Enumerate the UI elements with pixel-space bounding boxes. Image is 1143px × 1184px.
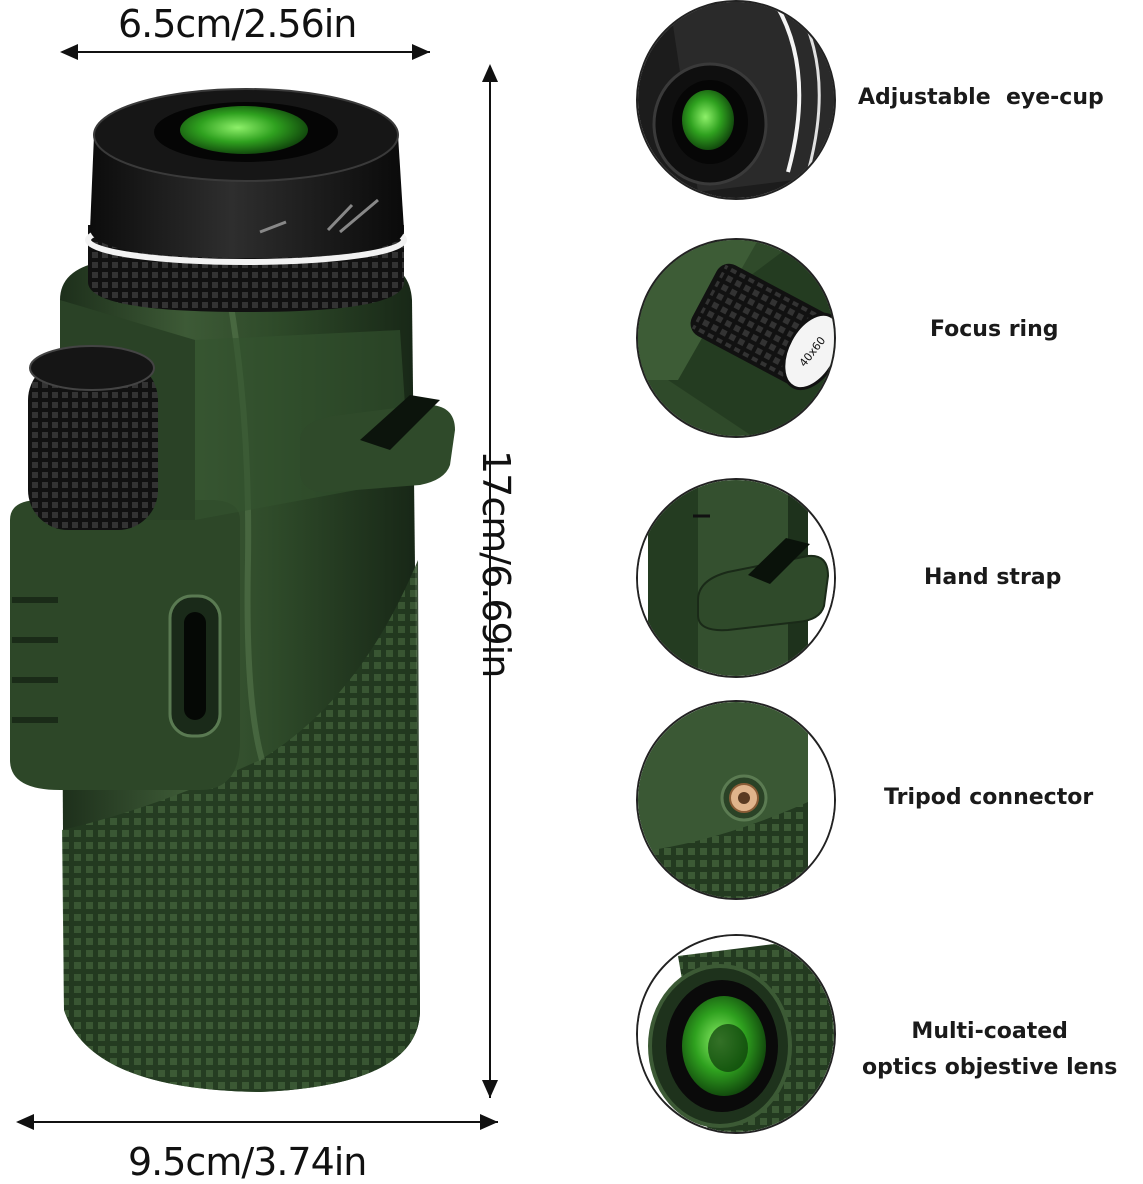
tripod-connector-detail <box>638 702 834 898</box>
tripod-connector-detail-circle <box>636 700 836 900</box>
objective-lens-detail <box>638 936 834 1132</box>
feature-label-hand-strap: Hand strap <box>924 565 1062 590</box>
focus-ring-detail-circle: 40x60 <box>636 238 836 438</box>
eye-cup-detail-circle <box>636 0 836 200</box>
strap-lug <box>300 404 455 493</box>
feature-label-tripod-connector: Tripod connector <box>884 785 1094 810</box>
feature-label-eye-cup: Adjustable eye-cup <box>858 85 1104 110</box>
feature-label-focus-ring: Focus ring <box>930 317 1059 342</box>
objective-lens-detail-circle <box>636 934 836 1134</box>
height-label: 17cm/6.69in <box>474 450 518 678</box>
bottom-width-label: 9.5cm/3.74in <box>128 1140 367 1184</box>
monocular-product-illustration <box>10 44 498 1130</box>
knurled-grip <box>62 560 420 1092</box>
focus-knob <box>28 360 158 530</box>
feature-label-objective-lens-line2: optics objestive lens <box>862 1055 1118 1080</box>
feature-label-objective-lens-line1: Multi-coated <box>911 1019 1068 1044</box>
focus-ring-detail: 40x60 <box>638 240 834 436</box>
top-width-label: 6.5cm/2.56in <box>118 2 357 46</box>
hand-strap-detail-circle <box>636 478 836 678</box>
eyepiece-lens <box>180 106 308 154</box>
feature-label-objective-lens: Multi-coated optics objestive lens <box>862 1014 1117 1086</box>
hand-strap-detail <box>638 480 834 676</box>
eye-cup-detail <box>638 2 834 198</box>
